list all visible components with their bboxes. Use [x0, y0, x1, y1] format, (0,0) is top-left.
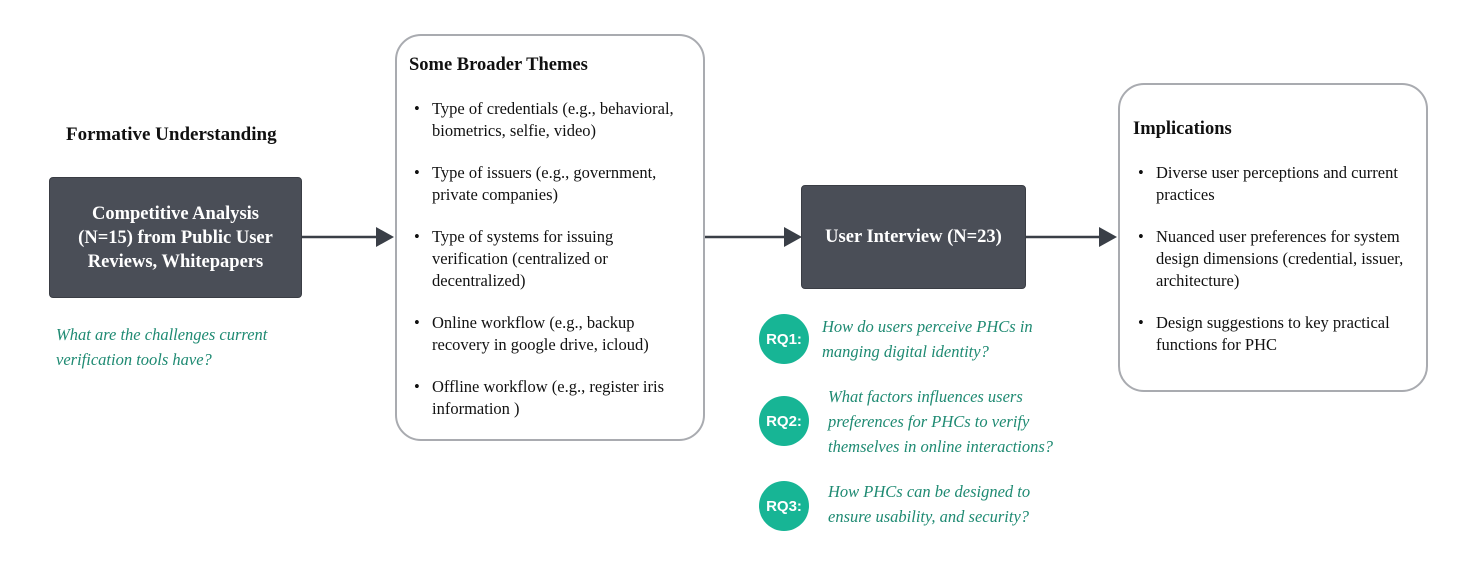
implication-item-line: Diverse user perceptions and current	[1156, 163, 1398, 182]
implication-item: Nuanced user preferences for system desi…	[1136, 226, 1426, 292]
formative-question-line: What are the challenges current	[56, 325, 268, 344]
rq2-question: What factors influences users preference…	[828, 384, 1053, 459]
theme-item: Type of issuers (e.g., government, priva…	[412, 162, 702, 206]
theme-item-line: information )	[432, 399, 520, 418]
theme-item-line: Type of systems for issuing	[432, 227, 614, 246]
themes-title: Some Broader Themes	[409, 55, 588, 75]
implication-item: Design suggestions to key practical func…	[1136, 312, 1426, 356]
implication-item-line: Nuanced user preferences for system	[1156, 227, 1400, 246]
theme-item-line: Offline workflow (e.g., register iris	[432, 377, 665, 396]
implication-item-line: design dimensions (credential, issuer,	[1156, 249, 1404, 268]
theme-item-line: biometrics, selfie, video)	[432, 121, 597, 140]
theme-item-line: Online workflow (e.g., backup	[432, 313, 635, 332]
rq3-question-line: How PHCs can be designed to	[828, 482, 1031, 501]
rq1-question: How do users perceive PHCs in manging di…	[822, 314, 1033, 364]
competitive-analysis-line: (N=15) from Public User	[78, 227, 273, 248]
rq1-question-line: How do users perceive PHCs in	[822, 317, 1033, 336]
competitive-analysis-line: Reviews, Whitepapers	[87, 251, 264, 272]
arrow-formative-to-themes	[302, 227, 394, 247]
implications-list: Diverse user perceptions and current pra…	[1136, 162, 1426, 376]
implication-item-line: practices	[1156, 185, 1215, 204]
theme-item: Type of credentials (e.g., behavioral, b…	[412, 98, 702, 142]
rq1-badge: RQ1:	[759, 314, 809, 364]
theme-item-line: decentralized)	[432, 271, 526, 290]
implication-item-line: Design suggestions to key practical	[1156, 313, 1390, 332]
implication-item-line: functions for PHC	[1156, 335, 1277, 354]
competitive-analysis-box: Competitive Analysis (N=15) from Public …	[49, 177, 302, 298]
theme-item-line: Type of credentials (e.g., behavioral,	[432, 99, 674, 118]
rq2-badge: RQ2:	[759, 396, 809, 446]
theme-item: Offline workflow (e.g., register iris in…	[412, 376, 702, 420]
rq2-question-line: preferences for PHCs to verify	[828, 412, 1030, 431]
rq2-question-line: What factors influences users	[828, 387, 1023, 406]
theme-item: Type of systems for issuing verification…	[412, 226, 702, 292]
rq1-question-line: manging digital identity?	[822, 342, 989, 361]
themes-list: Type of credentials (e.g., behavioral, b…	[412, 98, 702, 440]
implication-item: Diverse user perceptions and current pra…	[1136, 162, 1426, 206]
theme-item-line: Type of issuers (e.g., government,	[432, 163, 657, 182]
implication-item-line: architecture)	[1156, 271, 1240, 290]
formative-question-line: verification tools have?	[56, 350, 212, 369]
arrow-themes-to-interview	[705, 227, 802, 247]
rq3-badge: RQ3:	[759, 481, 809, 531]
theme-item-line: verification (centralized or	[432, 249, 608, 268]
rq2-question-line: themselves in online interactions?	[828, 437, 1053, 456]
theme-item: Online workflow (e.g., backup recovery i…	[412, 312, 702, 356]
theme-item-line: private companies)	[432, 185, 558, 204]
formative-heading: Formative Understanding	[66, 124, 277, 145]
arrow-interview-to-implications	[1026, 227, 1117, 247]
theme-item-line: recovery in google drive, icloud)	[432, 335, 649, 354]
competitive-analysis-line: Competitive Analysis	[91, 203, 259, 224]
user-interview-box: User Interview (N=23)	[801, 185, 1026, 289]
user-interview-label: User Interview (N=23)	[825, 226, 1002, 247]
formative-question: What are the challenges current verifica…	[56, 322, 267, 372]
rq3-question-line: ensure usability, and security?	[828, 507, 1030, 526]
implications-title: Implications	[1133, 119, 1232, 139]
rq3-question: How PHCs can be designed to ensure usabi…	[828, 479, 1030, 529]
